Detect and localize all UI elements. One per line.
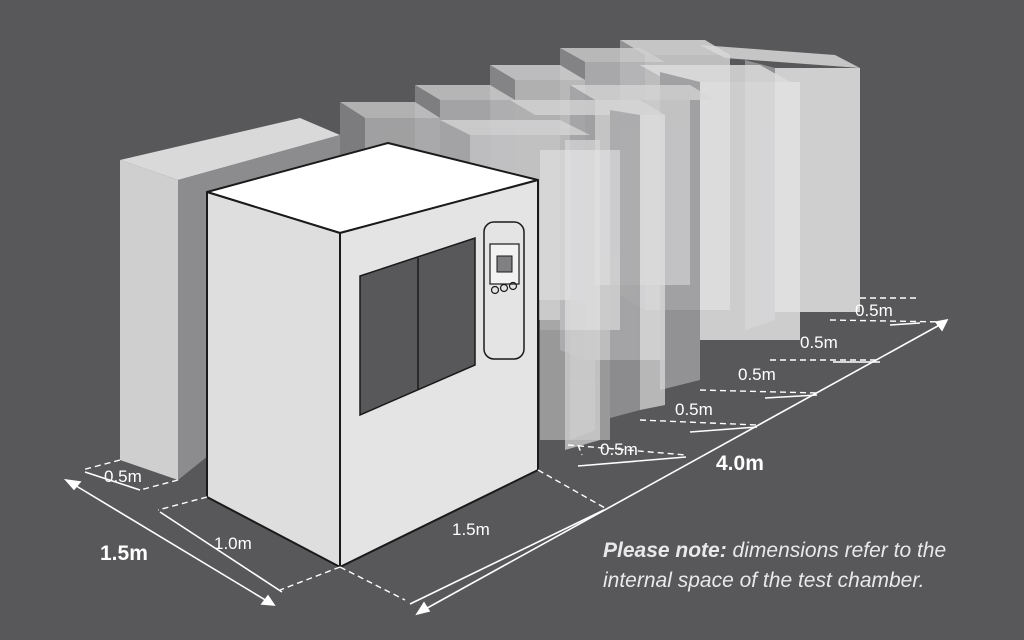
dim-label-spacing: 0.5m xyxy=(855,301,893,320)
arrow-line xyxy=(409,509,605,605)
dim-label-spacing: 0.5m xyxy=(600,440,638,459)
arrow-line xyxy=(67,480,273,605)
arrow-line xyxy=(84,471,141,491)
panel xyxy=(540,150,620,440)
dim-label-chamber-width: 1.0m xyxy=(214,534,252,553)
dim-label-spacing: 0.5m xyxy=(675,400,713,419)
dim-label-chamber-depth: 1.5m xyxy=(452,520,490,539)
dim-label-panel-depth: 0.5m xyxy=(104,467,142,486)
dim-label-overall-length: 4.0m xyxy=(716,452,764,475)
arrow-line xyxy=(689,426,758,433)
control-button-icon xyxy=(490,285,500,295)
arrow-line xyxy=(577,456,687,467)
chamber-side xyxy=(206,191,341,568)
dimension-arrows xyxy=(63,318,949,616)
dim-label-spacing: 0.5m xyxy=(800,333,838,352)
test-chamber xyxy=(206,142,539,568)
dim-label-overall-width: 1.5m xyxy=(100,542,148,565)
dim-label-spacing: 0.5m xyxy=(738,365,776,384)
dashed-guides xyxy=(81,297,946,601)
arrow-line xyxy=(889,322,921,326)
footnote-text: dimensions refer to the internal space o… xyxy=(603,539,947,592)
control-button-icon xyxy=(508,281,518,291)
arrow-line xyxy=(764,394,818,399)
control-panel xyxy=(483,221,525,360)
arrow-line xyxy=(159,511,283,593)
footnote: Please note: dimensions refer to the int… xyxy=(603,536,1003,596)
control-button-icon xyxy=(499,283,509,293)
arrow-line xyxy=(419,321,946,613)
footnote-label: Please note: xyxy=(603,539,727,562)
